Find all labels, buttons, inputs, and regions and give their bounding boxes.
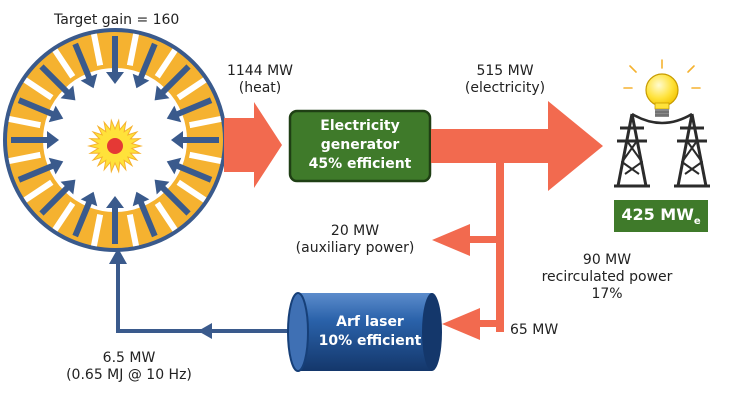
recirculated-power-percent: 17% (591, 286, 623, 302)
net-output-label: 425 MWe (614, 205, 708, 232)
generator-line-3: 45% efficient (308, 156, 412, 172)
net-output-subscript: e (693, 216, 701, 228)
heat-flow-arrow (224, 102, 282, 188)
power-tower-icon (614, 112, 710, 188)
recirculated-power-value: 90 MW (582, 252, 632, 268)
electricity-power-label: 515 MW (electricity) (440, 63, 570, 97)
arf-laser-line-1: Arf laser (336, 314, 404, 330)
generator-line-1: Electricity (320, 118, 400, 134)
heat-power-kind: (heat) (238, 80, 282, 96)
auxiliary-power-kind: (auxiliary power) (295, 240, 415, 256)
light-bulb-icon (623, 59, 701, 117)
electricity-flow-arrow (431, 101, 603, 191)
electricity-generator-box (288, 109, 432, 183)
target-ring-segments (8, 33, 222, 247)
arf-laser-label: Arf laser 10% efficient (305, 313, 435, 351)
net-output-value: 425 MW (621, 205, 694, 224)
target-gain-label: Target gain = 160 (54, 12, 180, 28)
laser-feedback-line (109, 248, 296, 339)
auxiliary-power-label: 20 MW (auxiliary power) (280, 223, 430, 257)
heat-power-value: 1144 MW (226, 63, 293, 79)
laser-input-label: 65 MW (510, 322, 559, 338)
electricity-power-value: 515 MW (476, 63, 534, 79)
recirculated-power-kind: recirculated power (541, 269, 673, 285)
fuel-pellet-icon (87, 118, 143, 174)
electricity-power-kind: (electricity) (464, 80, 546, 96)
recirculated-power-branch (432, 160, 504, 340)
generator-line-2: generator (320, 137, 400, 153)
heat-power-label: 1144 MW (heat) (215, 63, 305, 97)
generator-label: Electricity generator 45% efficient (290, 117, 430, 174)
laser-output-power: 6.5 MW (102, 350, 156, 366)
recirculated-power-label: 90 MW recirculated power 17% (527, 252, 687, 303)
auxiliary-power-value: 20 MW (330, 223, 380, 239)
laser-output-label: 6.5 MW (0.65 MJ @ 10 Hz) (44, 350, 214, 384)
laser-output-energy: (0.65 MJ @ 10 Hz) (66, 367, 192, 383)
arf-laser-line-2: 10% efficient (318, 333, 422, 349)
net-output-badge (614, 200, 708, 232)
fusion-target-icon (3, 28, 227, 252)
compression-arrows-icon (11, 36, 219, 244)
arf-laser-cylinder (287, 292, 442, 372)
